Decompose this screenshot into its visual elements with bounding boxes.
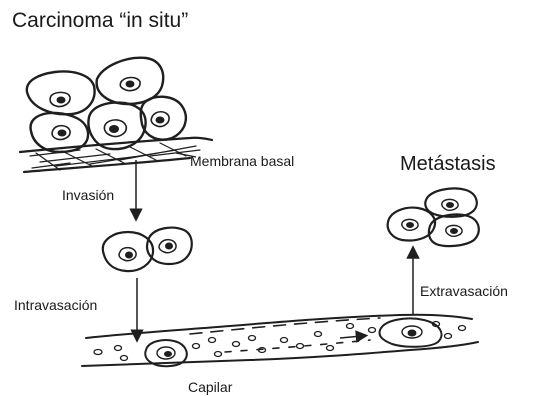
invasion-label: Invasión xyxy=(62,187,114,203)
metastasis-label: Metástasis xyxy=(400,153,496,175)
tumor-cell xyxy=(429,214,479,246)
tumor-cell xyxy=(141,97,186,140)
extravasating-tumor-cell xyxy=(380,318,442,346)
carcinoma-in-situ-cells xyxy=(27,58,186,152)
membrane-label: Membrana basal xyxy=(190,153,294,169)
tumor-cell xyxy=(147,228,192,264)
tumor-cell xyxy=(388,208,435,241)
intravasation-label: Intravasación xyxy=(14,297,97,313)
extravasation-label: Extravasación xyxy=(420,283,508,299)
tumor-cell xyxy=(425,188,477,216)
invading-cells xyxy=(103,228,192,271)
diagram-title: Carcinoma “in situ” xyxy=(12,9,188,32)
capillary-label: Capilar xyxy=(188,379,233,395)
capillary-vessel xyxy=(82,315,478,366)
tumor-cell xyxy=(103,232,153,271)
blood-cells xyxy=(94,322,466,361)
tumor-cell xyxy=(27,72,95,115)
metastasis-cells xyxy=(388,188,479,246)
